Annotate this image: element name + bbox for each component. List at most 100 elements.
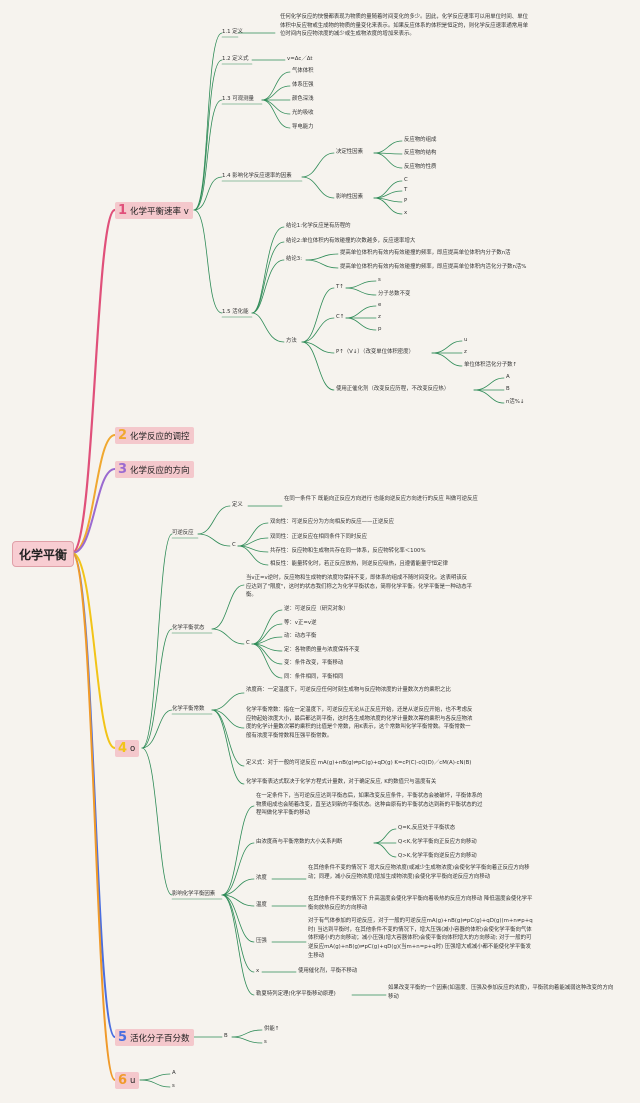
node-state-c[interactable]: C (246, 640, 250, 646)
b5-item: s (264, 1039, 267, 1045)
branch-2-label: 化学反应的调控 (130, 431, 190, 442)
qk-item: Q<K,化学平衡向正反应方向移动 (398, 839, 477, 845)
measure-item: 体系压强 (292, 82, 314, 88)
method-c-item: z (378, 314, 381, 320)
influence-item: P (404, 198, 408, 204)
node-equilibrium-constant[interactable]: 化学平衡常数 (172, 706, 205, 712)
node-definition-text: 任何化学反应的快慢都表现为物质的量随着时间变化的多少。因此，化学反应速率可以用单… (280, 14, 528, 38)
conclusion-3-item: 提高单位体积内有效内有效碰撞的频率，即应提高单位体积内活化分子数n活% (340, 264, 527, 270)
method-t-item: s (378, 277, 381, 283)
method-t[interactable]: T↑ (336, 284, 344, 290)
conclusion-item: 结论2:单位体积内有效碰撞的次数越多，反应速率增大 (286, 238, 416, 244)
node-qk[interactable]: 由浓度商与平衡常数的大小关系判断 (256, 839, 343, 845)
reversible-c-item: 相反性：能量转化时，若正反应放热，则逆反应吸热，且遵循能量守恒定律 (270, 561, 448, 567)
measure-item: 导电能力 (292, 124, 314, 130)
state-c-item: 定：各物质的量与浓度保持不变 (284, 647, 360, 653)
method-t-item: 分子总数不变 (378, 291, 411, 297)
temperature-text: 在其他条件不变的情况下 升高温度会使化学平衡向着吸热的反应方向移动 降低温度会使… (308, 896, 533, 911)
branch-4-number: 4 (118, 741, 128, 756)
b5-item: 供能↑ (264, 1026, 280, 1032)
state-c-item: 等：v正=v逆 (284, 620, 317, 626)
decisive-item: 反应物的组成 (404, 137, 437, 143)
node-equilibrium-state[interactable]: 化学平衡状态 (172, 625, 205, 631)
state-c-item: 变：条件改变，平衡移动 (284, 660, 344, 666)
branch-1[interactable]: 1 化学平衡速率 v (115, 202, 193, 219)
method-catalyst-item: B (506, 386, 510, 392)
node-reversible-c[interactable]: C (232, 542, 236, 548)
decisive-item: 反应物的结构 (404, 150, 437, 156)
branch-3-number: 3 (118, 462, 128, 477)
node-activation[interactable]: 1.5 活化能 (222, 309, 249, 315)
qk-item: Q>K,化学平衡向逆反应方向移动 (398, 853, 477, 859)
state-c-item: 动：动态平衡 (284, 633, 317, 639)
method-catalyst-item: A (506, 374, 510, 380)
influence-item: C (404, 177, 408, 183)
k-item: 定义式：对于一般的可逆反应 mA(g)+nB(g)⇌pC(g)+qD(g) K=… (246, 760, 472, 766)
branch-1-label: 化学平衡速率 v (130, 206, 189, 217)
le-chatelier-text: 如果改变平衡的一个因素(如温度、压强及参加反应的浓度)，平衡就向着能减弱这种改变… (388, 985, 614, 1000)
x-text: 使用催化剂，平衡不移动 (298, 968, 358, 974)
method-c-item: e (378, 302, 382, 308)
method-p-item: 单位体积活化分子数↑ (464, 362, 518, 368)
branch-4[interactable]: 4 o (115, 740, 140, 757)
node-formula[interactable]: 1.2 定义式 (222, 56, 249, 62)
node-shift-factors[interactable]: 影响化学平衡因素 (172, 891, 216, 897)
reversible-def-text: 在同一条件下 既能向正反应方向进行 也能向逆反应方向进行的反应 叫做可逆反应 (284, 496, 478, 502)
node-influence[interactable]: 影响性因素 (336, 194, 363, 200)
measure-item: 光的吸收 (292, 110, 314, 116)
reversible-c-item: 双同性：正逆反应在相同条件下同时反应 (270, 534, 368, 540)
node-x[interactable]: x (256, 968, 260, 974)
influence-item: T (404, 187, 408, 193)
branch-5-number: 5 (118, 1030, 128, 1045)
branch-6-number: 6 (118, 1073, 128, 1088)
node-conclusion-3[interactable]: 结论3: (286, 256, 303, 262)
b6-item: A (172, 1070, 176, 1076)
root-topic[interactable]: 化学平衡 (12, 541, 74, 567)
shift-intro-text: 在一定条件下，当可逆反应达到平衡态后，如果改变反应条件，平衡状态会被破坏，平衡体… (256, 793, 483, 817)
k-item: 化学平衡表达式取决于化学方程式计量数，对于确定反应, K的数值只与温度有关 (246, 779, 437, 785)
pressure-text: 对于有气体参加的可逆反应，对于一般的可逆反应mA(g)+nB(g)⇌pC(g)+… (308, 918, 533, 959)
method-catalyst-item: n活%↓ (506, 399, 525, 405)
method-p[interactable]: P↑（V↓）（改变单位体积密度） (336, 349, 414, 355)
node-measure[interactable]: 1.3 可观测量 (222, 96, 254, 102)
branch-2-number: 2 (118, 428, 128, 443)
branch-1-number: 1 (118, 203, 128, 218)
concentration-text: 在其他条件不变的情况下 增大反应物浓度(或减少生成物浓度)会使化学平衡向着正反应… (308, 865, 530, 880)
conclusion-item: 结论1:化学反应是有历程的 (286, 223, 351, 229)
b6-item: s (172, 1083, 175, 1089)
node-formula-text: v=Δc／Δt (287, 56, 313, 62)
branch-6-label: u (130, 1075, 136, 1086)
node-b5-b[interactable]: B (224, 1033, 228, 1039)
node-reversible-def[interactable]: 定义 (232, 502, 243, 508)
k-item: 化学平衡常数：指在一定温度下，可逆反应无论从正反应开始，还是从逆反应开始，也不考… (246, 707, 473, 739)
branch-2[interactable]: 2 化学反应的调控 (115, 427, 194, 444)
branch-3-label: 化学反应的方向 (130, 465, 190, 476)
node-method[interactable]: 方法 (286, 338, 297, 344)
node-reversible[interactable]: 可逆反应 (172, 530, 194, 536)
node-temperature[interactable]: 温度 (256, 902, 267, 908)
reversible-c-item: 双向性：可逆反应分为方向相反的反应——正逆反应 (270, 519, 394, 525)
conclusion-3-item: 提高单位体积内有效内有效碰撞的频率，即应提高单位体积内分子数n活 (340, 250, 511, 256)
measure-item: 颜色深浅 (292, 96, 314, 102)
node-pressure[interactable]: 压强 (256, 938, 267, 944)
node-concentration[interactable]: 浓度 (256, 875, 267, 881)
method-c[interactable]: C↑ (336, 314, 345, 320)
branch-5[interactable]: 5 活化分子百分数 (115, 1029, 194, 1046)
node-factors[interactable]: 1.4 影响化学反应速率的因素 (222, 173, 292, 179)
qk-item: Q=K,反应处于平衡状态 (398, 825, 456, 831)
method-p-item: u (464, 337, 468, 343)
measure-item: 气体体积 (292, 68, 314, 74)
branch-6[interactable]: 6 u (115, 1072, 140, 1089)
branch-4-label: o (130, 743, 136, 754)
method-c-item: p (378, 326, 382, 332)
node-definition[interactable]: 1.1 定义 (222, 29, 244, 35)
state-c-item: 逆：可逆反应（研究对象） (284, 606, 349, 612)
branch-3[interactable]: 3 化学反应的方向 (115, 461, 194, 478)
method-catalyst[interactable]: 使用正催化剂（改变反应历程，不改变反应热） (336, 386, 450, 392)
method-p-item: z (464, 349, 467, 355)
node-le-chatelier[interactable]: 勒夏特列定理(化学平衡移动原理) (256, 991, 336, 997)
state-c-item: 同：条件相同，平衡相同 (284, 674, 344, 680)
node-decisive[interactable]: 决定性因素 (336, 149, 363, 155)
k-item: 浓度商：一定温度下，可逆反应任何时刻生成物与反应物浓度的计量数次方的乘积之比 (246, 687, 451, 693)
decisive-item: 反应物的性质 (404, 164, 437, 170)
